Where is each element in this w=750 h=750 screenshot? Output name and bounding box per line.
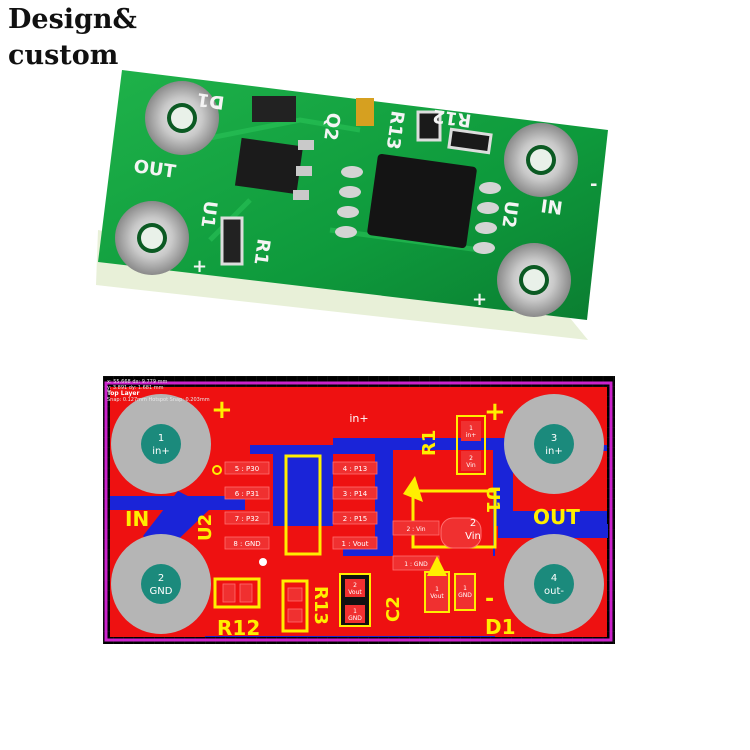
ic-pin-3: 3 : P14 <box>343 490 368 498</box>
pcb-layout: 1 in+ 2 GND 3 in+ 4 out- 5 : P30 6 : P31… <box>103 376 615 644</box>
hole-4-net: out- <box>544 586 564 597</box>
mount-hole-bottom-left <box>115 201 189 275</box>
d1-pad-1-net: Vout <box>430 593 444 600</box>
label-r13: R13 <box>310 586 331 625</box>
c2-pad-2-num: 2 <box>353 582 357 589</box>
product-photo: D1 Q2 R13 R12 OUT U1 R1 U2 IN + + - - <box>96 70 608 340</box>
label-r12: R12 <box>217 616 260 640</box>
ic-pin-6: 6 : P31 <box>235 490 259 498</box>
label-out: OUT <box>533 505 580 529</box>
board-outline <box>104 381 613 642</box>
c2-pad-1-num: 1 <box>353 608 357 615</box>
ic-footprint: 5 : P30 6 : P31 7 : P32 8 : GND 4 : P13 … <box>212 454 378 566</box>
headline-line-2: custom <box>8 40 119 71</box>
r13-footprint <box>281 579 309 633</box>
label-in: IN <box>125 507 149 531</box>
hole-1-net: in+ <box>152 446 170 457</box>
mount-hole-top-left <box>145 81 219 155</box>
transistor-component <box>234 96 314 200</box>
r12-footprint <box>213 577 261 609</box>
r1-footprint: 1 in+ 2 Vin <box>456 415 486 475</box>
silk-plus-left: + <box>192 256 207 277</box>
mount-hole-4: 4 out- <box>504 534 604 634</box>
headline: Design& custom <box>8 2 137 74</box>
r1-pad-2-num: 2 <box>469 455 473 462</box>
mount-hole-3: 3 in+ <box>504 394 604 494</box>
pcb-info-snap: Snap: 0.127mm Hotspot Snap: 0.203mm <box>107 397 210 403</box>
label-u2: U2 <box>195 514 216 541</box>
silk-minus-left: - <box>212 96 219 117</box>
u1-pad-net: Vin <box>465 531 481 542</box>
mount-hole-bottom-right <box>497 243 571 317</box>
blue-strip-right <box>498 524 608 538</box>
ic-pin-4: 4 : P13 <box>343 465 367 473</box>
blue-strip-top <box>333 438 533 450</box>
ic-pin-8: 8 : GND <box>233 540 260 548</box>
d1-footprint: 1 Vout 1 GND <box>424 556 476 613</box>
r1-pad-1-num: 1 <box>469 425 473 432</box>
hole-3-net: in+ <box>545 446 563 457</box>
r1-pad-2-net: Vin <box>466 462 476 469</box>
c2-pad-1-net: GND <box>348 615 362 622</box>
u1-misc-pad-2: 1 : GND <box>404 561 428 568</box>
blue-strip-left <box>110 496 245 510</box>
hole-2-net: GND <box>150 586 173 597</box>
label-in-plus: in+ <box>349 412 368 425</box>
pcb-info-line1: x: 55.668 dx: 9.779 mm <box>107 379 168 385</box>
label-c2: C2 <box>383 596 404 622</box>
c2-pad-2-net: Vout <box>348 589 362 596</box>
r1-pad-1-net: in+ <box>466 432 477 439</box>
resistor-r1 <box>220 216 244 266</box>
d1-pad-2-num: 1 <box>463 585 467 592</box>
d1-pad-2-net: GND <box>458 592 472 599</box>
u1-pad-num: 2 <box>470 518 476 529</box>
mount-hole-top-right <box>504 123 578 197</box>
label-r1: R1 <box>419 430 440 456</box>
label-u1: U1 <box>482 486 503 513</box>
u1-footprint: 2 Vin 2 : Vin 1 : GND <box>392 476 497 571</box>
silk-in: IN <box>539 196 563 220</box>
hole-1-num: 1 <box>158 433 164 444</box>
label-plus-left: + <box>211 395 233 425</box>
silk-r12: R12 <box>431 105 472 131</box>
mount-hole-2: 2 GND <box>111 534 211 634</box>
silk-d1: D1 <box>196 88 226 113</box>
mount-hole-1: 1 in+ <box>111 394 211 494</box>
ic-pin-5: 5 : P30 <box>235 465 259 473</box>
ic-pin-2: 2 : P15 <box>343 515 367 523</box>
d1-pad-1-num: 1 <box>435 586 439 593</box>
c2-footprint: 2 Vout 1 GND <box>339 573 371 627</box>
pcb-info-line2: y: 3.891 dy: 1.681 mm <box>107 385 164 391</box>
resistor-r13 <box>416 110 442 142</box>
resistor-r12 <box>447 127 493 155</box>
capacitor-component <box>356 98 374 126</box>
u1-misc-pad-1: 2 : Vin <box>406 526 425 533</box>
silk-q2: Q2 <box>319 111 344 141</box>
label-minus: - <box>485 587 494 612</box>
headline-line-1: Design& <box>8 4 137 35</box>
hole-2-num: 2 <box>158 573 164 584</box>
label-d1: D1 <box>485 615 516 639</box>
hole-3-num: 3 <box>551 433 557 444</box>
silk-plus-right: + <box>472 289 487 310</box>
silk-r1: R1 <box>249 237 273 266</box>
hole-4-num: 4 <box>551 573 557 584</box>
silk-u2: U2 <box>497 199 522 229</box>
silk-minus-right: - <box>590 174 597 195</box>
pcb-info-panel: x: 55.668 dx: 9.779 mm y: 3.891 dy: 1.68… <box>107 379 210 403</box>
soic-chip <box>335 153 501 254</box>
ic-pin-1: 1 : Vout <box>342 540 369 548</box>
label-plus-right: + <box>484 397 506 427</box>
pcb-info-layer: Top Layer <box>107 390 140 397</box>
ic-pin-7: 7 : P32 <box>235 515 259 523</box>
silk-u1: U1 <box>196 199 221 229</box>
